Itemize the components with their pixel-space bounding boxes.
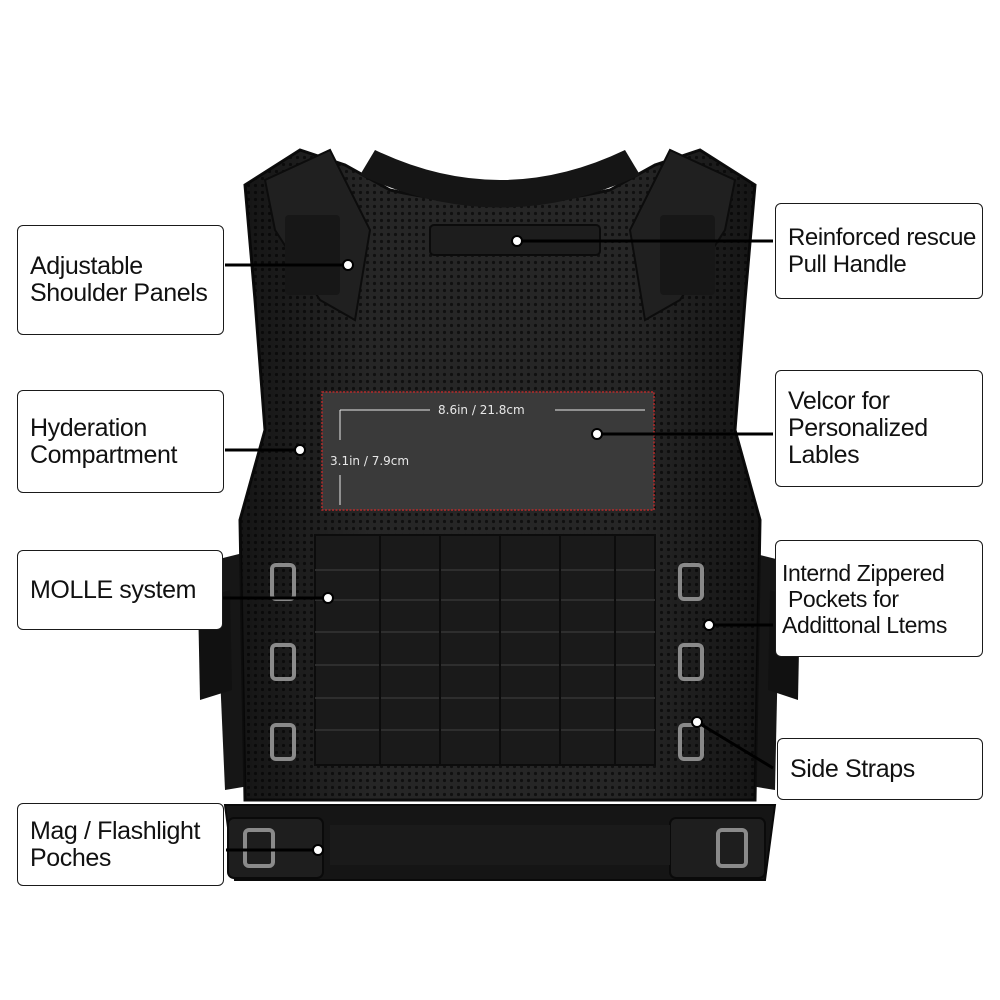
callout-text: Lables <box>788 441 860 469</box>
callout-text: MOLLE system <box>30 575 197 604</box>
molle-webbing <box>314 534 656 766</box>
callout-text: Pull Handle <box>788 251 907 278</box>
velcro-patch: 8.6in / 21.8cm 3.1in / 7.9cm <box>321 391 655 511</box>
belt-buckles <box>243 828 748 868</box>
callout-text: Mag / Flashlight <box>30 816 201 845</box>
callout-text: Personalized <box>788 414 928 442</box>
patch-height-label: 3.1in / 7.9cm <box>330 454 409 468</box>
callout-text: Addittonal Ltems <box>782 611 947 638</box>
callout-text: Internd Zippered <box>782 559 945 586</box>
callout-velcro: Velcor for Personalized Lables <box>775 370 983 487</box>
collar <box>360 150 640 208</box>
right-shoulder-panel <box>628 148 737 322</box>
callout-zippered-pockets: Internd Zippered Pockets for Addittonal … <box>775 540 983 657</box>
leader-lines <box>222 235 774 856</box>
callout-side-straps: Side Straps <box>777 738 983 800</box>
callout-text: Side Straps <box>790 754 915 783</box>
callout-text: Compartment <box>30 440 178 469</box>
callout-text: Poches <box>30 843 111 872</box>
left-shoulder-panel <box>263 148 372 322</box>
callout-text: Reinforced rescue <box>788 224 976 251</box>
callout-mag-pouches: Mag / Flashlight Poches <box>17 803 224 886</box>
callout-shoulder-panels: Adjustable Shoulder Panels <box>17 225 224 335</box>
callout-hydration: Hyderation Compartment <box>17 390 224 493</box>
callout-text: Shoulder Panels <box>30 279 208 307</box>
callout-molle-system: MOLLE system <box>17 550 223 630</box>
callout-text: Adjustable <box>30 252 143 280</box>
callout-rescue-handle: Reinforced rescue Pull Handle <box>775 203 983 299</box>
patch-width-label: 8.6in / 21.8cm <box>438 403 525 417</box>
callout-text: Hyderation <box>30 413 147 442</box>
callout-text: Velcor for <box>788 387 890 415</box>
callout-text: Pockets for <box>782 585 899 612</box>
